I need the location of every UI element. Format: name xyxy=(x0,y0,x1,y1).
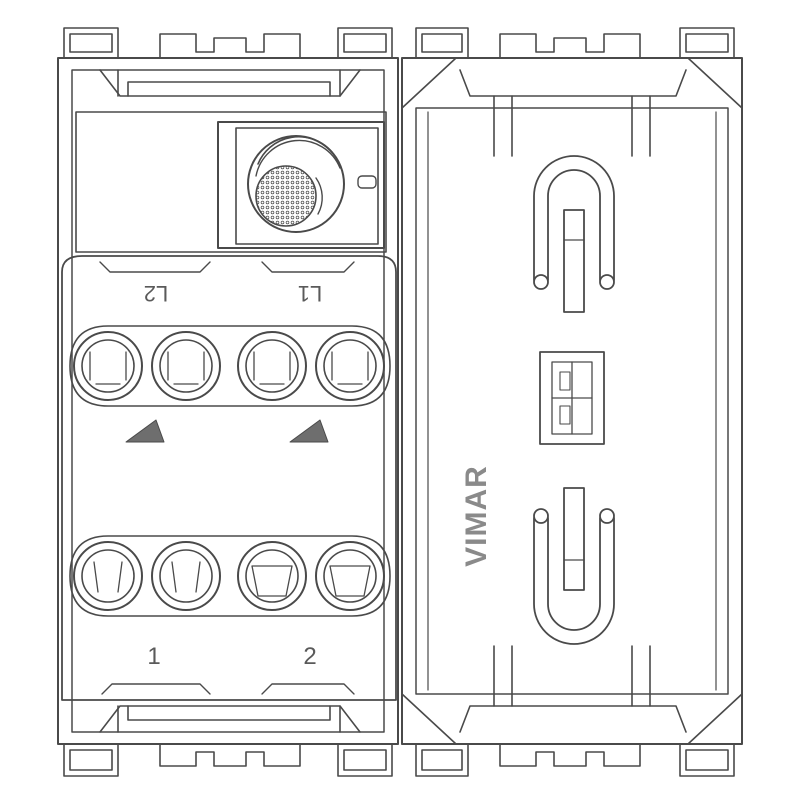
sensor-lens-mesh xyxy=(255,165,317,227)
terminal-hole xyxy=(73,331,143,401)
upper-compartment xyxy=(75,111,387,253)
wire-arrow-icon xyxy=(289,419,329,443)
terminal-hole xyxy=(315,541,385,611)
top-terminal-block xyxy=(69,325,391,407)
light-sensor xyxy=(217,121,385,249)
terminal-hole xyxy=(151,331,221,401)
wire-arrow-icon xyxy=(125,419,165,443)
bottom-terminal-block xyxy=(69,535,391,617)
left-module: L2 L1 1 2 xyxy=(57,27,399,777)
sensor-window-outer xyxy=(217,121,385,249)
left-module-inner-frame xyxy=(71,69,385,733)
terminal-hole xyxy=(151,541,221,611)
terminal-hole xyxy=(73,541,143,611)
left-bottom-clips xyxy=(63,705,393,777)
center-connector xyxy=(539,351,605,445)
terminal-face xyxy=(61,255,397,701)
right-module: VIMAR xyxy=(401,27,743,777)
terminal-label-bottom: 2 xyxy=(303,643,316,670)
left-module-housing xyxy=(57,57,399,745)
terminal-hole xyxy=(237,541,307,611)
terminal-label-bottom: 1 xyxy=(147,643,160,670)
right-top-clips xyxy=(415,27,735,157)
right-bottom-clips xyxy=(415,645,735,777)
left-top-clips xyxy=(63,27,393,97)
right-module-bevel xyxy=(401,57,743,745)
terminal-label-top: L1 xyxy=(298,281,322,306)
terminal-hole xyxy=(315,331,385,401)
sensor-lens-ring xyxy=(247,135,345,233)
terminal-label-top: L2 xyxy=(144,281,168,306)
lower-spring-clip xyxy=(533,487,615,645)
sensor-button xyxy=(357,175,377,189)
module-divider xyxy=(397,57,403,745)
right-module-inner-frame xyxy=(415,107,729,695)
brand-logo: VIMAR xyxy=(460,465,493,567)
terminal-hole xyxy=(237,331,307,401)
upper-spring-clip xyxy=(533,155,615,313)
sensor-window-inner xyxy=(235,127,379,245)
